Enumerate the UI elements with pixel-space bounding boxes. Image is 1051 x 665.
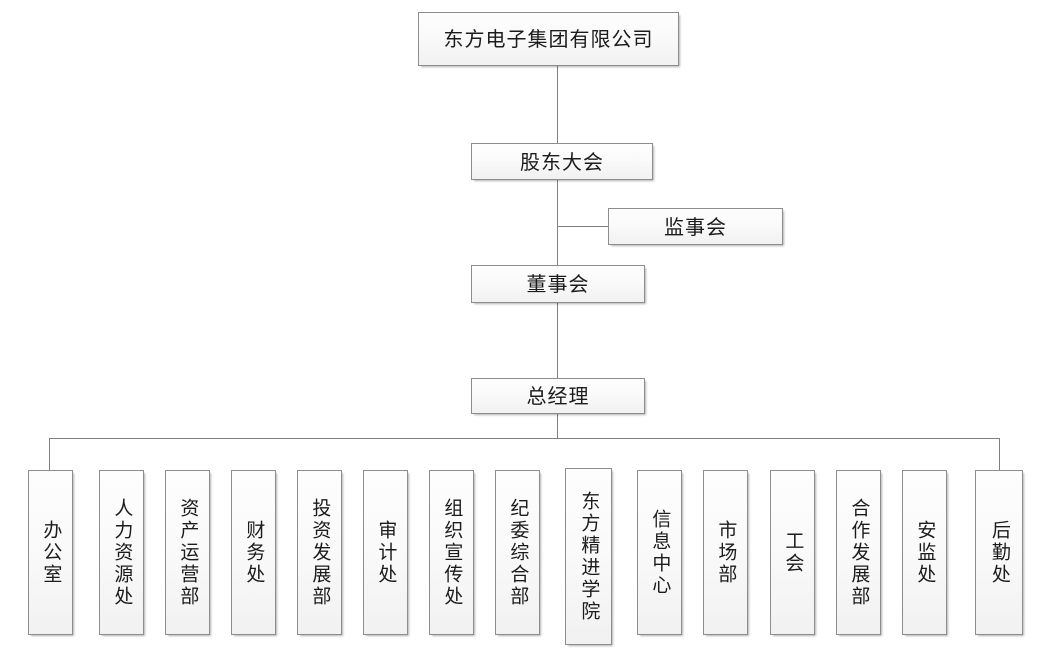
node-board-of-directors[interactable]: 董事会 — [471, 265, 645, 303]
node-label: 纪委综合部 — [507, 497, 530, 608]
department-information-center[interactable]: 信息中心 — [637, 470, 682, 635]
node-label: 人力资源处 — [111, 497, 134, 608]
department-cooperation-development[interactable]: 合作发展部 — [836, 470, 881, 635]
node-label: 市场部 — [715, 519, 738, 586]
node-label: 东方电子集团有限公司 — [443, 27, 654, 51]
connector-bus-drop-right — [999, 438, 1000, 470]
connector-board-to-gm — [557, 303, 558, 378]
node-label: 董事会 — [526, 272, 590, 296]
connector-root-to-shareholders — [557, 66, 558, 143]
department-labor-union[interactable]: 工会 — [770, 470, 815, 635]
node-label: 财务处 — [243, 519, 266, 586]
node-board-of-supervisors[interactable]: 监事会 — [608, 208, 783, 245]
node-label: 工会 — [782, 530, 805, 575]
department-investment-development[interactable]: 投资发展部 — [297, 470, 342, 635]
node-general-manager[interactable]: 总经理 — [471, 378, 645, 414]
department-human-resources[interactable]: 人力资源处 — [99, 470, 144, 635]
department-office[interactable]: 办公室 — [28, 470, 73, 635]
node-label: 投资发展部 — [309, 497, 332, 608]
department-dongfang-academy[interactable]: 东方精进学院 — [565, 468, 612, 645]
node-label: 监事会 — [664, 214, 727, 239]
node-label: 东方精进学院 — [578, 490, 601, 623]
connector-bus-drop-left — [49, 438, 50, 470]
node-label: 信息中心 — [649, 508, 672, 597]
connector-gm-to-bus — [557, 414, 558, 439]
node-label: 股东大会 — [520, 149, 604, 174]
node-label: 安监处 — [914, 519, 937, 586]
department-asset-operations[interactable]: 资产运营部 — [165, 470, 210, 635]
node-label: 后勤处 — [988, 519, 1011, 586]
department-discipline-inspection[interactable]: 纪委综合部 — [495, 470, 540, 635]
node-label: 合作发展部 — [848, 497, 871, 608]
node-label: 资产运营部 — [177, 497, 200, 608]
department-marketing[interactable]: 市场部 — [703, 470, 748, 635]
node-shareholders-meeting[interactable]: 股东大会 — [471, 143, 653, 180]
department-audit[interactable]: 审计处 — [363, 470, 408, 635]
department-finance[interactable]: 财务处 — [231, 470, 276, 635]
department-logistics[interactable]: 后勤处 — [975, 470, 1023, 635]
department-safety-supervision[interactable]: 安监处 — [902, 470, 947, 635]
node-label: 组织宣传处 — [441, 497, 464, 608]
connector-department-bus — [49, 438, 1000, 439]
node-company-root[interactable]: 东方电子集团有限公司 — [418, 12, 679, 66]
node-label: 办公室 — [40, 519, 63, 586]
department-organization-publicity[interactable]: 组织宣传处 — [429, 470, 474, 635]
connector-branch-to-supervisors — [557, 226, 609, 227]
node-label: 总经理 — [526, 384, 590, 408]
node-label: 审计处 — [375, 519, 398, 586]
connector-shareholders-to-board — [557, 180, 558, 265]
